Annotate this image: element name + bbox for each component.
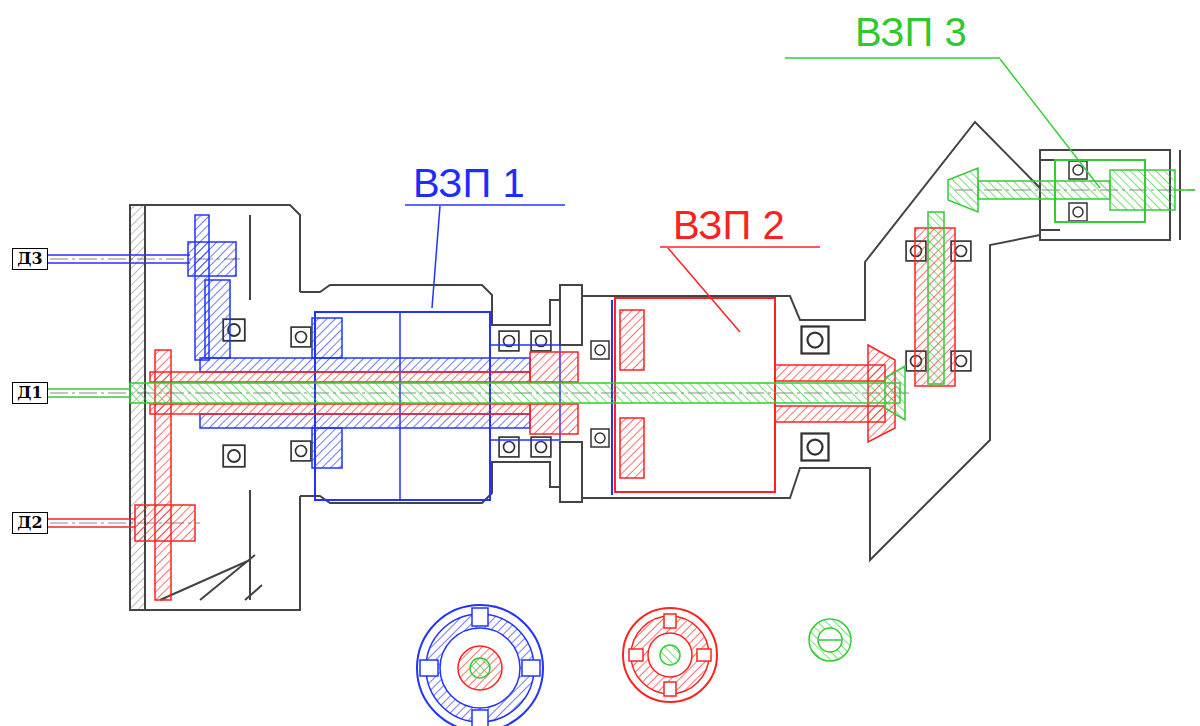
assembly-label: ВЗП 2 xyxy=(673,205,785,245)
bearings xyxy=(802,434,829,461)
output-shaft-1 xyxy=(432,206,440,308)
section-2 xyxy=(697,649,711,661)
section-1 xyxy=(440,628,520,708)
section-1 xyxy=(470,658,490,678)
section-3 xyxy=(809,619,851,661)
bearings xyxy=(531,331,551,351)
output-shaft-2 xyxy=(150,404,530,414)
output-shaft-3 xyxy=(1000,59,1100,188)
output-shaft-1 xyxy=(200,358,530,372)
output-shaft-3 xyxy=(785,57,1000,59)
section-2 xyxy=(623,608,717,702)
section-1 xyxy=(522,660,540,676)
bearings xyxy=(1069,203,1087,221)
section-3 xyxy=(809,619,851,661)
bearings xyxy=(802,327,829,354)
input-name: Д3 xyxy=(17,251,42,267)
output-shaft-2 xyxy=(150,372,530,382)
assembly-label: ВЗП 3 xyxy=(855,12,967,52)
output-shaft-3 xyxy=(130,383,900,403)
center-lines xyxy=(50,190,1195,523)
output-shaft-1 xyxy=(312,318,342,358)
section-2 xyxy=(629,649,643,661)
bearings xyxy=(223,445,245,467)
output-shaft-3 xyxy=(1175,189,1195,191)
output-shaft-1 xyxy=(205,280,230,358)
output-shaft-3 xyxy=(1110,170,1175,210)
housing xyxy=(560,285,582,345)
output-shaft-3 xyxy=(978,181,1110,199)
output-shaft-2 xyxy=(620,418,644,478)
housing xyxy=(582,122,1040,320)
output-shaft-2 xyxy=(668,248,740,332)
section-3 xyxy=(818,628,842,652)
assembly-label: ВЗП 1 xyxy=(413,163,525,203)
section-1 xyxy=(417,605,543,726)
output-shaft-3 xyxy=(885,366,905,420)
housing xyxy=(160,555,262,600)
bearings xyxy=(591,429,609,447)
bearings xyxy=(1069,161,1087,179)
housing xyxy=(130,122,1180,610)
output-shaft-2 xyxy=(135,505,195,541)
housing xyxy=(560,442,582,502)
section-1 xyxy=(420,660,438,676)
section-1 xyxy=(417,605,543,726)
input-box: Д3 xyxy=(12,248,48,270)
output-shaft-2 xyxy=(530,352,578,382)
output-shaft-2 xyxy=(620,310,644,370)
housing xyxy=(1179,150,1181,240)
section-2 xyxy=(664,614,676,628)
input-name: Д1 xyxy=(17,385,42,401)
output-shaft-3 xyxy=(928,212,944,384)
output-shaft-1 xyxy=(188,242,236,276)
section-2 xyxy=(664,682,676,696)
bearings xyxy=(291,441,311,461)
input-box: Д1 xyxy=(12,382,48,404)
output-shaft-3 xyxy=(130,58,1195,420)
input-shaft-d3 xyxy=(45,255,190,263)
output-shaft-3 xyxy=(948,168,978,212)
output-shaft-2 xyxy=(660,246,820,248)
input-shaft-d1 xyxy=(45,389,130,397)
housing xyxy=(145,205,300,292)
section-3 xyxy=(818,639,842,641)
output-shaft-1 xyxy=(188,205,612,500)
section-2 xyxy=(648,633,692,677)
output-shaft-1 xyxy=(405,204,565,206)
input-name: Д2 xyxy=(17,515,42,531)
section-2 xyxy=(623,608,717,702)
section-2 xyxy=(660,645,680,665)
bearings xyxy=(591,341,609,359)
output-shaft-1 xyxy=(200,414,530,428)
input-shaft-d1 xyxy=(45,389,130,397)
section-1 xyxy=(458,646,502,690)
output-shaft-2 xyxy=(530,404,578,434)
input-shaft-d2 xyxy=(45,519,135,527)
section-1 xyxy=(426,614,534,722)
bearings xyxy=(499,331,519,351)
input-box: Д2 xyxy=(12,512,48,534)
section-1 xyxy=(472,710,488,726)
output-shaft-1 xyxy=(312,428,342,468)
output-shaft-2 xyxy=(135,228,955,600)
input-shaft-d2 xyxy=(45,519,135,527)
input-shaft-d3 xyxy=(45,255,190,263)
section-1 xyxy=(472,608,488,626)
bearings xyxy=(291,327,311,347)
housing xyxy=(130,205,145,610)
